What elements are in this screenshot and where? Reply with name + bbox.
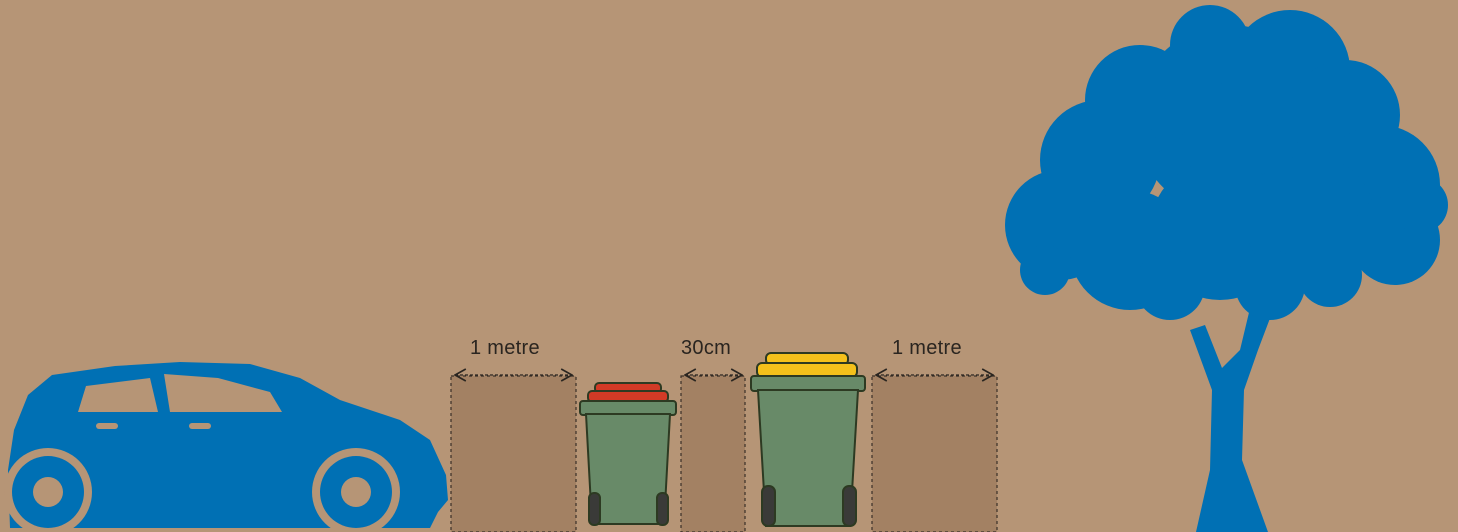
clearance-label-left: 1 metre [470, 337, 540, 360]
clearance-zone-middle [681, 376, 745, 532]
clearance-zone-right [872, 376, 997, 532]
tree-trunk [1190, 300, 1275, 532]
clearance-zone-left [451, 376, 576, 532]
clearance-zones [451, 376, 997, 532]
clearance-label-right: 1 metre [892, 337, 962, 360]
yellow-lid-bin-icon [751, 353, 865, 526]
red-lid-bin-icon [580, 383, 676, 525]
clearance-label-middle: 30cm [681, 337, 731, 360]
car-icon [4, 362, 448, 532]
tree-icon [1005, 5, 1448, 532]
